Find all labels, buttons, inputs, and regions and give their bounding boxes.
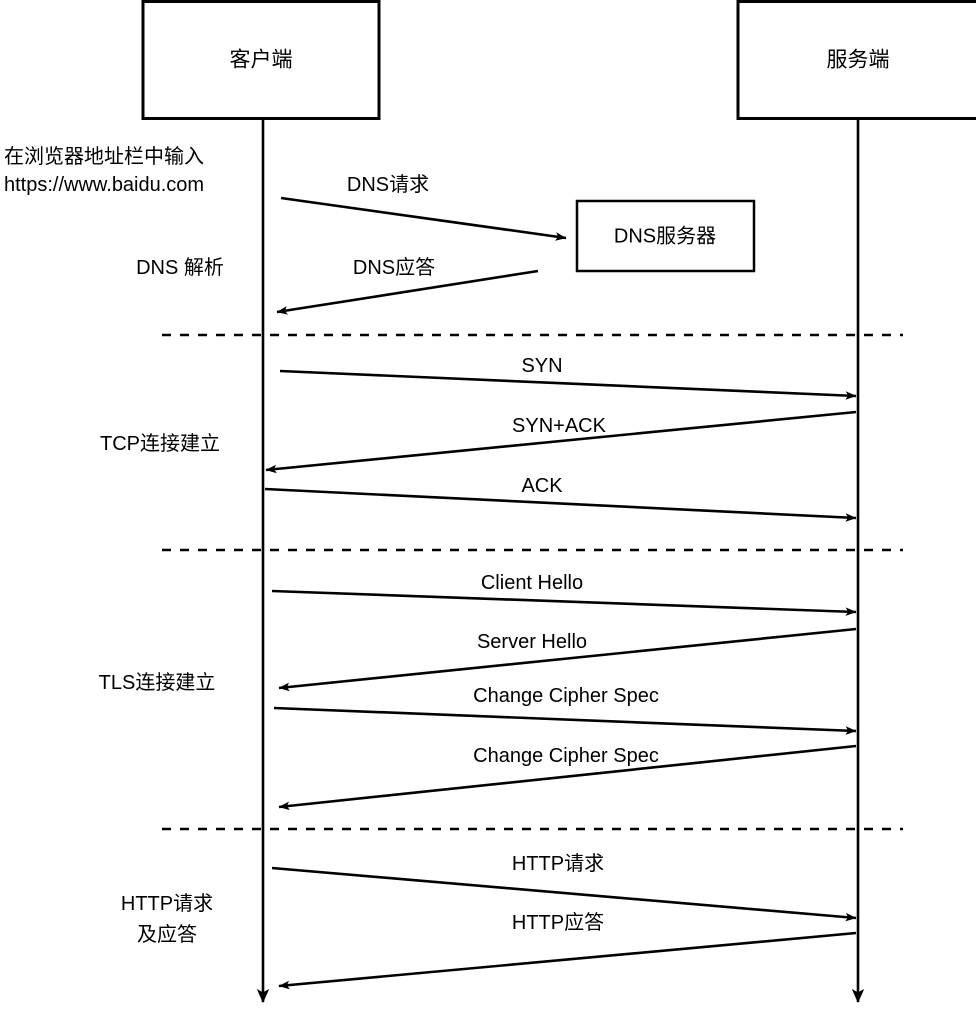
syn-arrow[interactable] xyxy=(279,369,857,400)
change-cipher-spec-client-label: Change Cipher Spec xyxy=(473,685,659,707)
phase-label-dns: DNS 解析 xyxy=(136,256,224,279)
change-cipher-spec-server-label: Change Cipher Spec xyxy=(473,745,659,767)
syn-ack-arrow[interactable] xyxy=(265,410,857,474)
change-cipher-spec-server-arrow[interactable] xyxy=(278,744,857,811)
http-response-label: HTTP应答 xyxy=(512,911,604,934)
dns-request-arrow[interactable] xyxy=(280,196,567,241)
dns-server-box[interactable] xyxy=(575,199,756,273)
ack-label: ACK xyxy=(521,475,563,497)
dns-response-arrow[interactable] xyxy=(276,269,539,315)
http-request-arrow[interactable] xyxy=(271,866,857,922)
client-box-label: 客户端 xyxy=(230,49,293,72)
phase-label-tls: TLS连接建立 xyxy=(99,671,216,694)
ack-arrow[interactable] xyxy=(264,487,857,522)
client-box[interactable] xyxy=(141,0,381,120)
client-hello-arrow[interactable] xyxy=(271,589,857,616)
server-box-label: 服务端 xyxy=(827,49,890,72)
server-hello-arrow[interactable] xyxy=(278,627,857,692)
server-box[interactable] xyxy=(736,0,976,120)
phase-label-http-line2: 及应答 xyxy=(137,923,197,946)
browser-input-note-line2: https://www.baidu.com xyxy=(4,174,204,196)
http-response-arrow[interactable] xyxy=(278,931,857,990)
syn-label: SYN xyxy=(521,355,562,377)
phase-label-tcp: TCP连接建立 xyxy=(100,432,220,455)
syn-ack-label: SYN+ACK xyxy=(512,415,607,437)
http-request-label: HTTP请求 xyxy=(512,852,604,875)
client-hello-label: Client Hello xyxy=(481,572,583,594)
browser-input-note-line1: 在浏览器地址栏中输入 xyxy=(4,145,204,168)
phase-label-http-line1: HTTP请求 xyxy=(121,892,213,915)
dns-server-box-label: DNS服务器 xyxy=(614,224,716,247)
change-cipher-spec-client-arrow[interactable] xyxy=(273,706,857,735)
dns-request-label: DNS请求 xyxy=(347,173,429,196)
server-hello-label: Server Hello xyxy=(477,631,587,653)
dns-response-label: DNS应答 xyxy=(353,256,435,279)
